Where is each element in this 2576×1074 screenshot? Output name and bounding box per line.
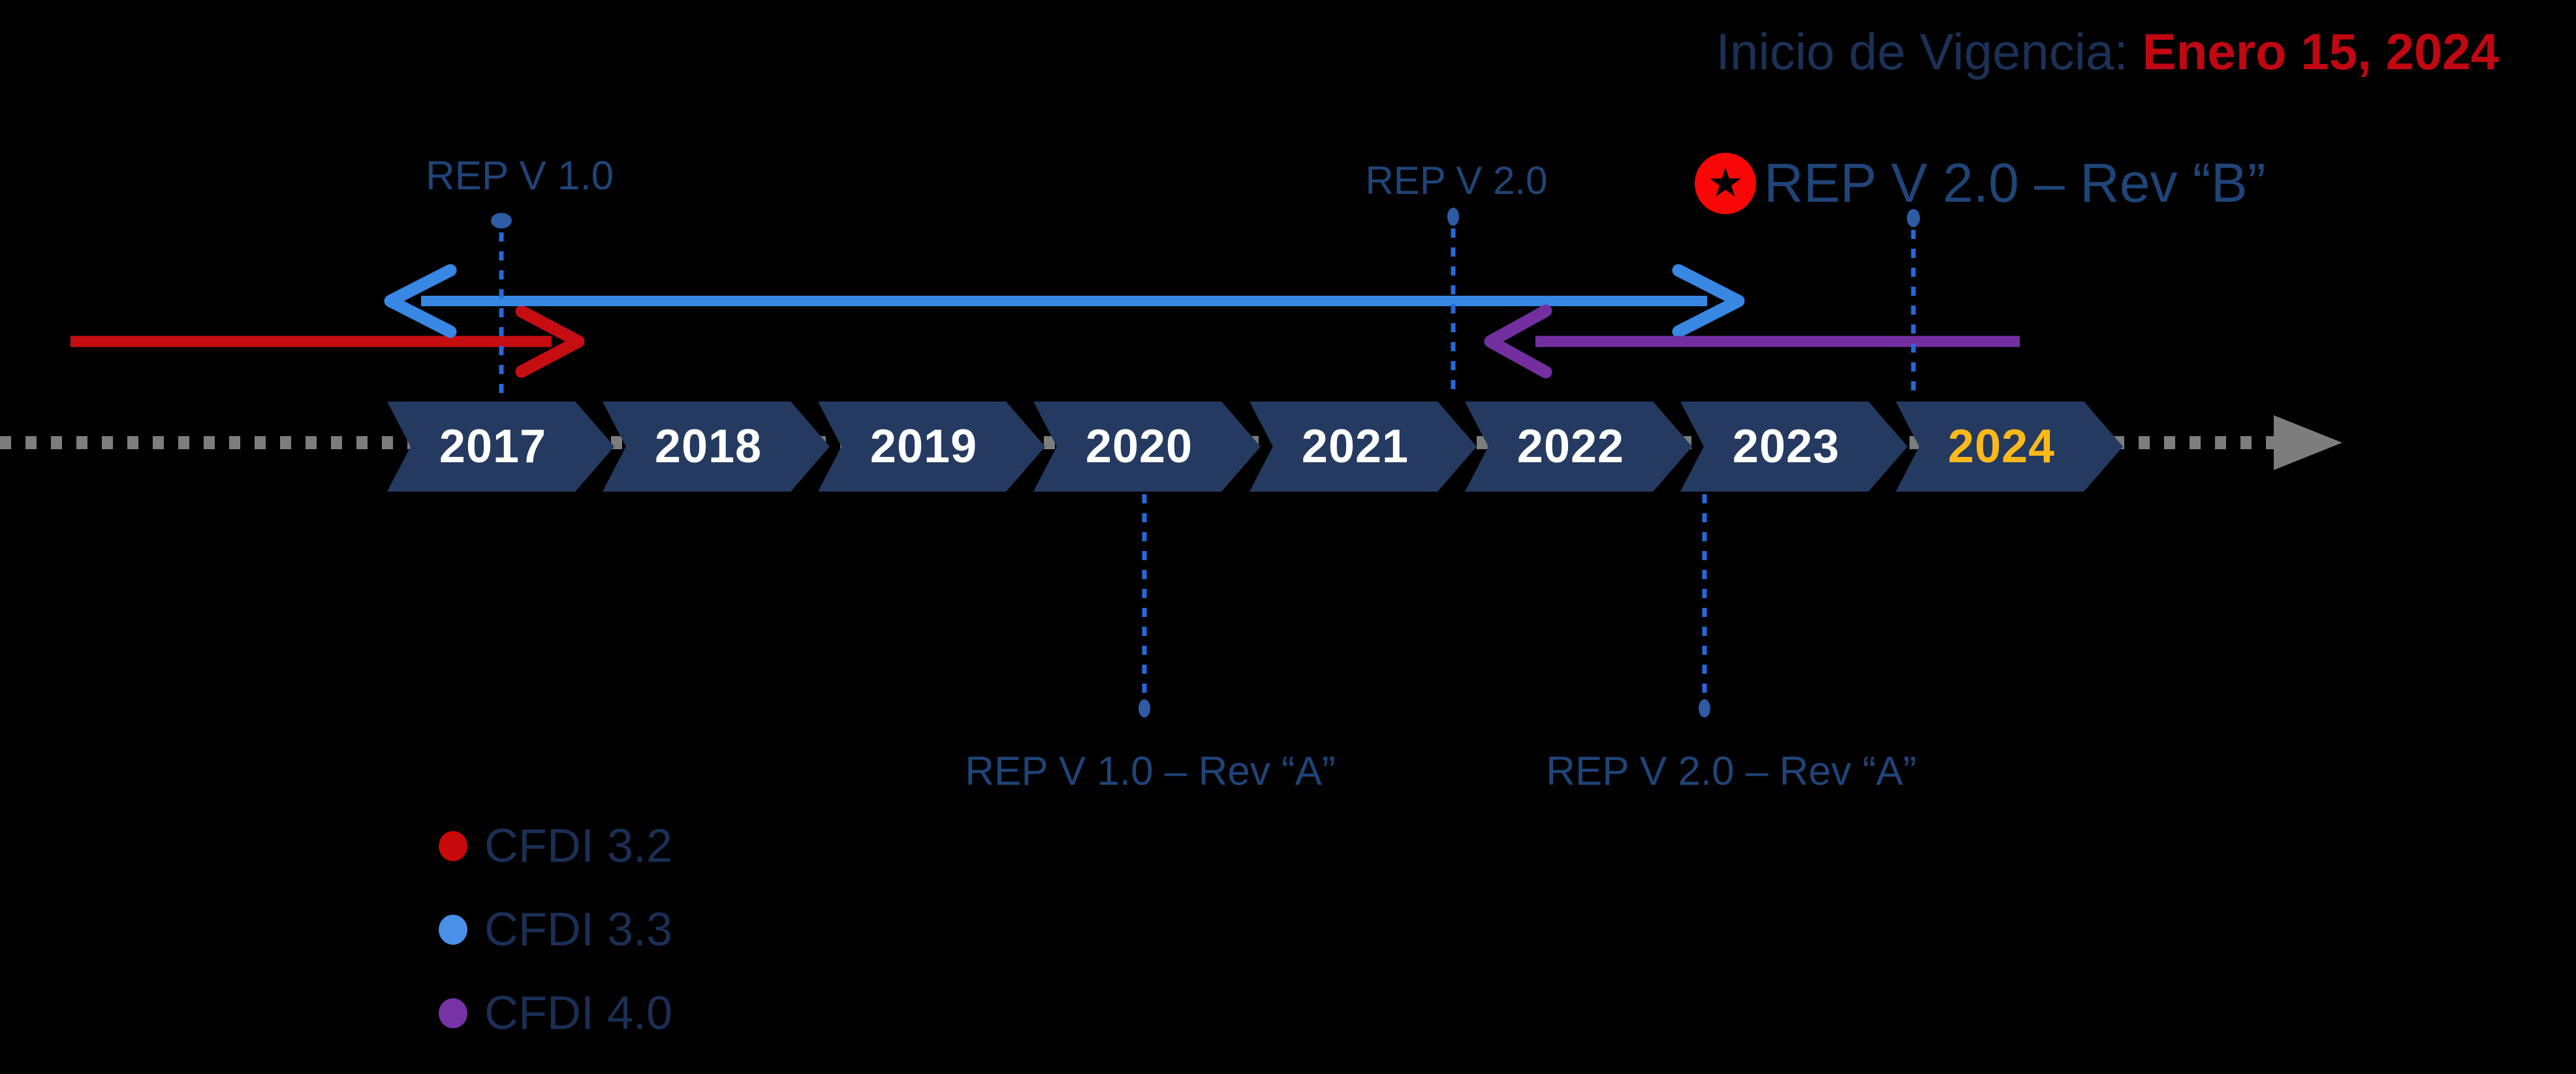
- cfdi-3-3-arrow: [384, 264, 1745, 338]
- year-chevron-2021: 2021: [1249, 402, 1477, 492]
- cfdi-3-2-arrowhead-icon: [515, 305, 585, 378]
- year-chevron-2020: 2020: [1033, 402, 1261, 492]
- timeline-axis-arrowhead-icon: [2274, 415, 2342, 470]
- legend-item-cfdi-3-3: CFDI 3.3: [439, 901, 672, 958]
- cfdi-4-0-arrowhead-icon: [1484, 304, 1552, 379]
- year-chevron-2024: 2024: [1896, 402, 2123, 492]
- vigencia-note: Inicio de Vigencia: Enero 15, 2024: [1716, 22, 2499, 82]
- legend: CFDI 3.2 CFDI 3.3 CFDI 4.0: [439, 817, 672, 1042]
- legend-label-cfdi-3-2: CFDI 3.2: [484, 820, 673, 872]
- vigencia-label: Inicio de Vigencia:: [1716, 23, 2128, 80]
- legend-dot-red-icon: [439, 831, 467, 861]
- legend-item-cfdi-3-2: CFDI 3.2: [439, 817, 672, 875]
- rep-v1-dot: [491, 213, 512, 229]
- rep-v2-rev-b-dot: [1907, 209, 1920, 227]
- cfdi-3-2-arrow: [71, 305, 585, 378]
- milestone-connectors: [499, 229, 1916, 693]
- rep-v1-rev-a-label: REP V 1.0 – Rev “A”: [965, 749, 1336, 794]
- rep-v1-label: REP V 1.0: [425, 153, 614, 198]
- year-chevron-2018: 2018: [603, 402, 830, 492]
- legend-label-cfdi-4-0: CFDI 4.0: [484, 987, 673, 1039]
- rep-v2-dot: [1447, 208, 1459, 226]
- rep-v2-rev-a-dot: [1699, 699, 1710, 718]
- year-chevron-2017: 2017: [387, 402, 614, 492]
- cfdi-3-3-left-arrowhead-icon: [384, 264, 457, 338]
- legend-label-cfdi-3-3: CFDI 3.3: [484, 904, 673, 956]
- rep-v2-rev-a-label: REP V 2.0 – Rev “A”: [1546, 749, 1917, 794]
- rep-v2-rev-b-milestone: ★ REP V 2.0 – Rev “B”: [1695, 151, 2266, 215]
- cfdi-3-3-right-arrowhead-icon: [1672, 264, 1745, 338]
- vigencia-date: Enero 15, 2024: [2142, 23, 2499, 80]
- legend-dot-purple-icon: [439, 998, 467, 1028]
- star-icon: ★: [1695, 152, 1756, 214]
- year-chevron-2023: 2023: [1680, 402, 1908, 492]
- milestone-connector-dots: [491, 208, 1920, 718]
- year-chevron-2022: 2022: [1465, 402, 1692, 492]
- cfdi-4-0-arrow: [1484, 304, 2020, 379]
- rep-v1-rev-a-dot: [1139, 699, 1150, 718]
- legend-dot-blue-icon: [439, 915, 467, 945]
- legend-item-cfdi-4-0: CFDI 4.0: [439, 985, 672, 1042]
- year-chevron-2019: 2019: [818, 402, 1045, 492]
- rep-v2-rev-b-label: REP V 2.0 – Rev “B”: [1764, 152, 2266, 213]
- star-glyph: ★: [1707, 160, 1744, 206]
- rep-v2-label: REP V 2.0: [1365, 159, 1548, 202]
